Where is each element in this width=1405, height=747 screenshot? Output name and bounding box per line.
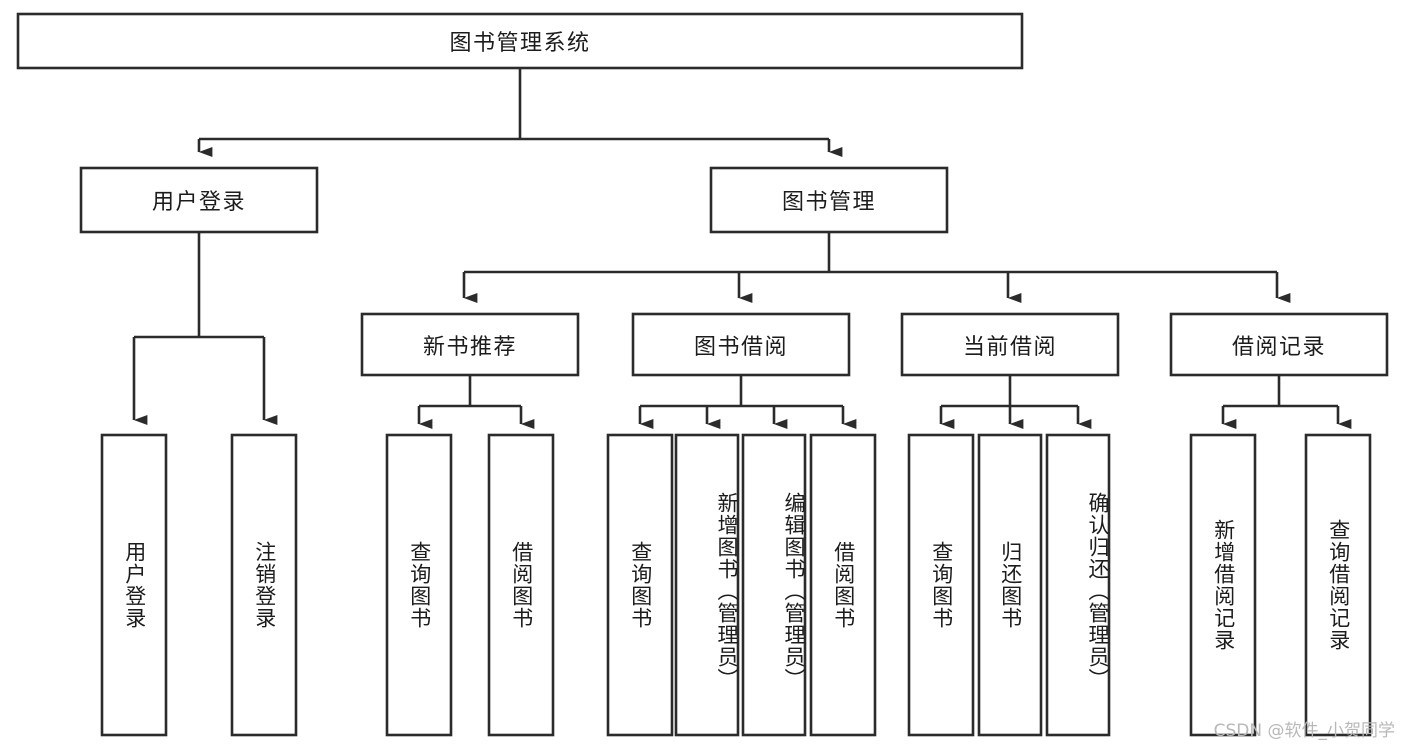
connector-group-current-borrow (939, 375, 1092, 429)
node-box-leaf-confirm-return[interactable] (1045, 433, 1111, 737)
connector-group-book-management (462, 232, 1291, 303)
connector-group-user-login (132, 232, 278, 425)
connector-group-borrow-record (1221, 375, 1352, 429)
node-box-leaf-edit-book[interactable] (741, 433, 807, 737)
node-box-user-login[interactable] (79, 166, 319, 234)
node-box-leaf-add-record[interactable] (1189, 433, 1257, 737)
node-box-new-book-recommend[interactable] (360, 312, 580, 377)
connector-group-root (197, 68, 843, 157)
connector-group-new-book-recommend (417, 375, 535, 429)
node-box-book-management[interactable] (709, 166, 949, 234)
node-box-leaf-query-book-2[interactable] (606, 433, 674, 737)
connector-group-book-borrow (638, 375, 857, 429)
node-box-root[interactable] (16, 12, 1024, 70)
node-box-leaf-return-book[interactable] (977, 433, 1043, 737)
node-box-current-borrow[interactable] (900, 312, 1120, 377)
node-box-leaf-borrow-book-2[interactable] (809, 433, 877, 737)
node-box-leaf-query-book-3[interactable] (907, 433, 975, 737)
node-box-borrow-record[interactable] (1169, 312, 1389, 377)
node-box-leaf-add-book[interactable] (674, 433, 740, 737)
node-box-leaf-borrow-book-1[interactable] (487, 433, 555, 737)
node-box-leaf-user-logout[interactable] (230, 433, 298, 737)
csdn-watermark: CSDN @软件_小贺同学 (1213, 721, 1395, 741)
node-box-leaf-query-book-1[interactable] (385, 433, 453, 737)
node-box-leaf-query-record[interactable] (1304, 433, 1372, 737)
node-box-book-borrow[interactable] (631, 312, 851, 377)
node-box-leaf-user-login[interactable] (100, 433, 168, 737)
